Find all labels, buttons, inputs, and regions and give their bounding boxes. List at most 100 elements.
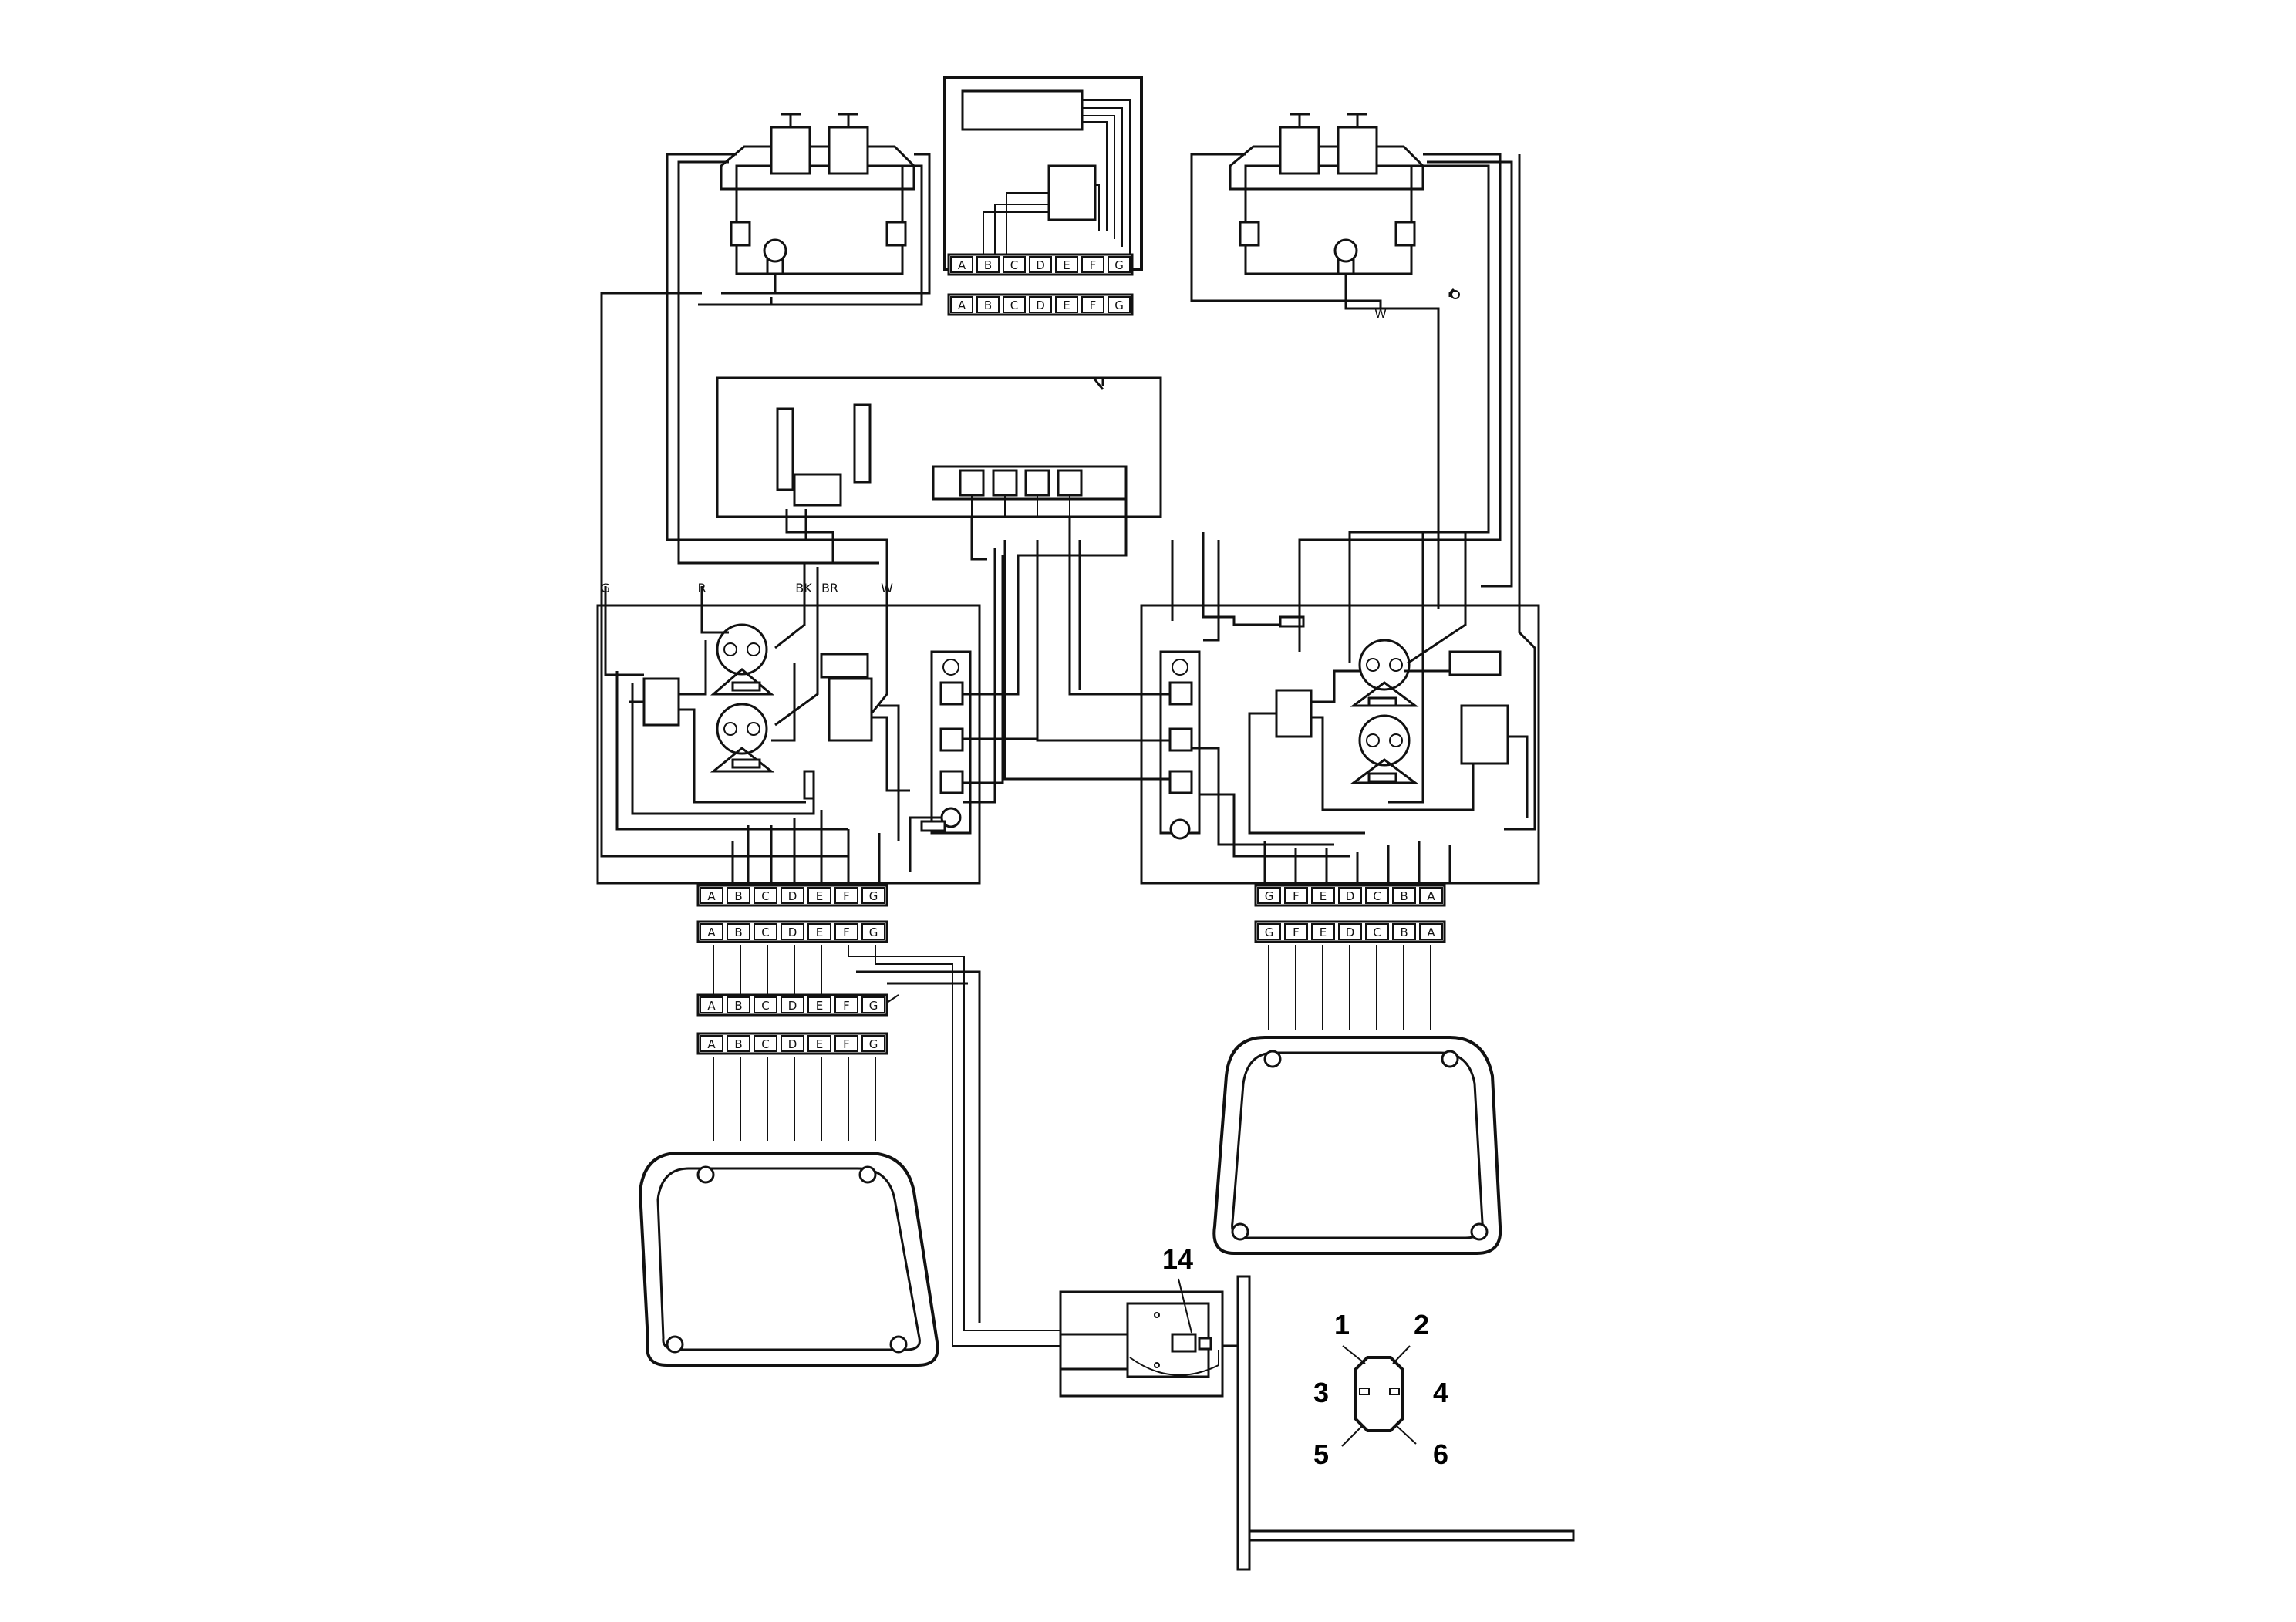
wiring xyxy=(600,153,1536,883)
connector-pin-label: G xyxy=(1114,258,1124,272)
connector-pin xyxy=(700,1035,723,1052)
connector-pin-label: A xyxy=(1427,889,1435,903)
connector-pin-label: B xyxy=(984,258,992,272)
connector-pin xyxy=(754,996,777,1013)
connector-pin-label: F xyxy=(1293,926,1300,939)
left-harness xyxy=(713,945,1060,1347)
connector-pin-label: B xyxy=(984,298,992,312)
control-unit-left xyxy=(596,604,981,885)
connector-pin-label: F xyxy=(843,1037,850,1051)
callout-6: 6 xyxy=(1433,1438,1448,1470)
connector-pin xyxy=(700,996,723,1013)
connector-pin xyxy=(1029,296,1052,313)
connector-pin xyxy=(1284,923,1308,940)
wire-label-g: G xyxy=(601,581,610,595)
connector-pin xyxy=(807,1035,831,1052)
connector-pin-label: E xyxy=(816,889,823,903)
connector-pin-label: G xyxy=(1114,298,1124,312)
connector-pin-label: G xyxy=(1265,889,1274,903)
connector-pin xyxy=(1003,296,1026,313)
right-harness xyxy=(1268,945,1431,1030)
connector-pin-label: B xyxy=(734,926,742,939)
connector-body xyxy=(1254,920,1446,943)
connector-pin-label: A xyxy=(958,298,966,312)
connector-pin xyxy=(834,996,858,1013)
callout-14: 14 xyxy=(1162,1243,1193,1275)
wire-label-w-left: W xyxy=(881,581,893,595)
connector-pin-label: B xyxy=(1400,926,1408,939)
connector-body xyxy=(696,920,888,943)
connector-pin-label: D xyxy=(788,926,797,939)
connector-body xyxy=(696,884,888,907)
connector-pin xyxy=(754,1035,777,1052)
connector-pin xyxy=(861,1035,885,1052)
connector-pin-label: A xyxy=(707,889,716,903)
connector-pin xyxy=(1311,923,1335,940)
connector-left-4: A B C D E F G xyxy=(696,1032,888,1055)
callout-2: 2 xyxy=(1414,1309,1429,1340)
junction-box-middle xyxy=(716,376,1162,518)
connector-pin-label: C xyxy=(761,1037,769,1051)
callout-5: 5 xyxy=(1313,1438,1329,1470)
connector-pin xyxy=(1392,887,1416,904)
connector-pin-label: E xyxy=(1320,889,1327,903)
connector-body xyxy=(1254,884,1446,907)
connector-pin-label: D xyxy=(1346,889,1355,903)
connector-pin xyxy=(1338,923,1362,940)
connector-pin xyxy=(700,887,723,904)
connector-pin xyxy=(950,296,973,313)
connector-pin-label: C xyxy=(1373,889,1381,903)
connector-pin-label: C xyxy=(1373,926,1381,939)
pendant-housing-right xyxy=(1212,1036,1502,1255)
connector-body xyxy=(696,1032,888,1055)
connector-pin xyxy=(1365,887,1389,904)
connector-pin-label: B xyxy=(734,999,742,1013)
connector-pin xyxy=(1055,296,1078,313)
connector-pin xyxy=(1419,887,1443,904)
connector-pin-label: D xyxy=(788,1037,797,1051)
connector-pin-label: A xyxy=(707,999,716,1013)
connector-pin-label: D xyxy=(1036,258,1045,272)
connector-pin xyxy=(807,887,831,904)
connector-pin-label: G xyxy=(1265,926,1274,939)
connector-pin-label: E xyxy=(1063,298,1070,312)
connector-pin xyxy=(1257,923,1281,940)
connector-pin xyxy=(950,256,973,273)
connector-pin-label: F xyxy=(843,999,850,1013)
connector-pin-label: G xyxy=(869,1037,878,1051)
callout-3: 3 xyxy=(1313,1377,1329,1408)
connector-pin-label: A xyxy=(1427,926,1435,939)
connector-pin xyxy=(861,887,885,904)
connector-pin xyxy=(781,996,804,1013)
connector-pin xyxy=(1029,256,1052,273)
wire-label-w-right: W xyxy=(1374,306,1387,321)
connector-pin xyxy=(1338,887,1362,904)
callout-4: 4 xyxy=(1433,1377,1448,1408)
connector-pin xyxy=(834,1035,858,1052)
connector-pin-label: C xyxy=(1010,258,1018,272)
connector-pin-label: F xyxy=(1090,258,1097,272)
wire-label-r: R xyxy=(697,581,706,595)
connector-pin xyxy=(1081,296,1104,313)
connector-pin xyxy=(754,923,777,940)
connector-pin xyxy=(1003,256,1026,273)
connector-pin-label: A xyxy=(707,1037,716,1051)
connector-pin-label: C xyxy=(761,926,769,939)
connector-pin xyxy=(1257,887,1281,904)
connector-pin-label: E xyxy=(816,926,823,939)
connector-pin xyxy=(1311,887,1335,904)
connector-pin-label: B xyxy=(734,1037,742,1051)
connector-pin-label: E xyxy=(816,1037,823,1051)
connector-pin xyxy=(781,923,804,940)
connector-pin-label: G xyxy=(869,926,878,939)
connector-pin-label: B xyxy=(734,889,742,903)
connector-pin-label: G xyxy=(869,889,878,903)
connector-pin xyxy=(834,923,858,940)
